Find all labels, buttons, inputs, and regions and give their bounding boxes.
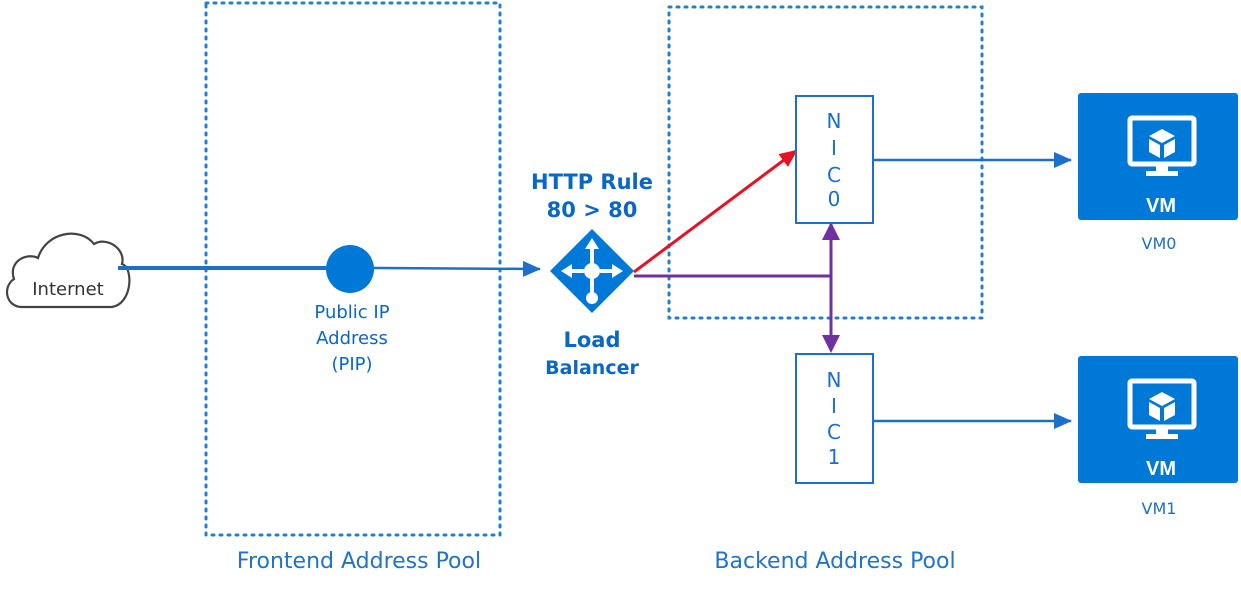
nic1-letter: C	[827, 420, 841, 444]
pip-label-line1: Public IP	[314, 302, 389, 323]
cube-icon	[1149, 129, 1175, 158]
cloud-icon	[5, 232, 131, 309]
backend-pool-label: Backend Address Pool	[714, 549, 955, 574]
nic0-letter: I	[831, 136, 837, 160]
vm1-tile: VM	[1078, 356, 1238, 483]
lb-label-line2: Balancer	[545, 357, 639, 379]
rule-label-line1: HTTP Rule	[531, 170, 653, 194]
vm0-name: VM0	[1142, 234, 1177, 253]
lb-label-line1: Load	[563, 328, 620, 352]
monitor-icon	[1127, 378, 1197, 439]
load-balancer-icon	[550, 229, 634, 313]
vm0-tile-label: VM	[1146, 195, 1176, 217]
active-route-arrow	[633, 149, 798, 274]
pip-label-line3: (PIP)	[331, 354, 372, 375]
public-ip-node	[326, 245, 374, 293]
nic1-letter: 1	[828, 445, 841, 469]
vm0-tile: VM	[1078, 93, 1238, 220]
nic0-letter: 0	[828, 187, 841, 211]
nic1-letter: N	[827, 368, 842, 392]
nic0-letter: N	[827, 109, 842, 133]
vm1-name: VM1	[1142, 499, 1177, 518]
cube-icon	[1149, 392, 1175, 421]
internet-label: Internet	[32, 279, 103, 300]
pool-path-down-head	[822, 335, 840, 353]
pool-path-up-head	[822, 222, 840, 240]
rule-label-line2: 80 > 80	[547, 198, 638, 222]
frontend-pool-label: Frontend Address Pool	[237, 549, 481, 574]
pip-to-lb-line	[371, 260, 541, 277]
nic1-letter: I	[831, 394, 837, 418]
nic1-box: N I C 1	[795, 353, 874, 484]
monitor-icon	[1127, 115, 1197, 176]
nic0-box: N I C 0	[795, 95, 874, 224]
nic0-letter: C	[827, 163, 841, 187]
vm1-tile-label: VM	[1146, 458, 1176, 480]
internet-cloud: Internet	[5, 232, 131, 309]
pip-label-line2: Address	[316, 328, 388, 349]
